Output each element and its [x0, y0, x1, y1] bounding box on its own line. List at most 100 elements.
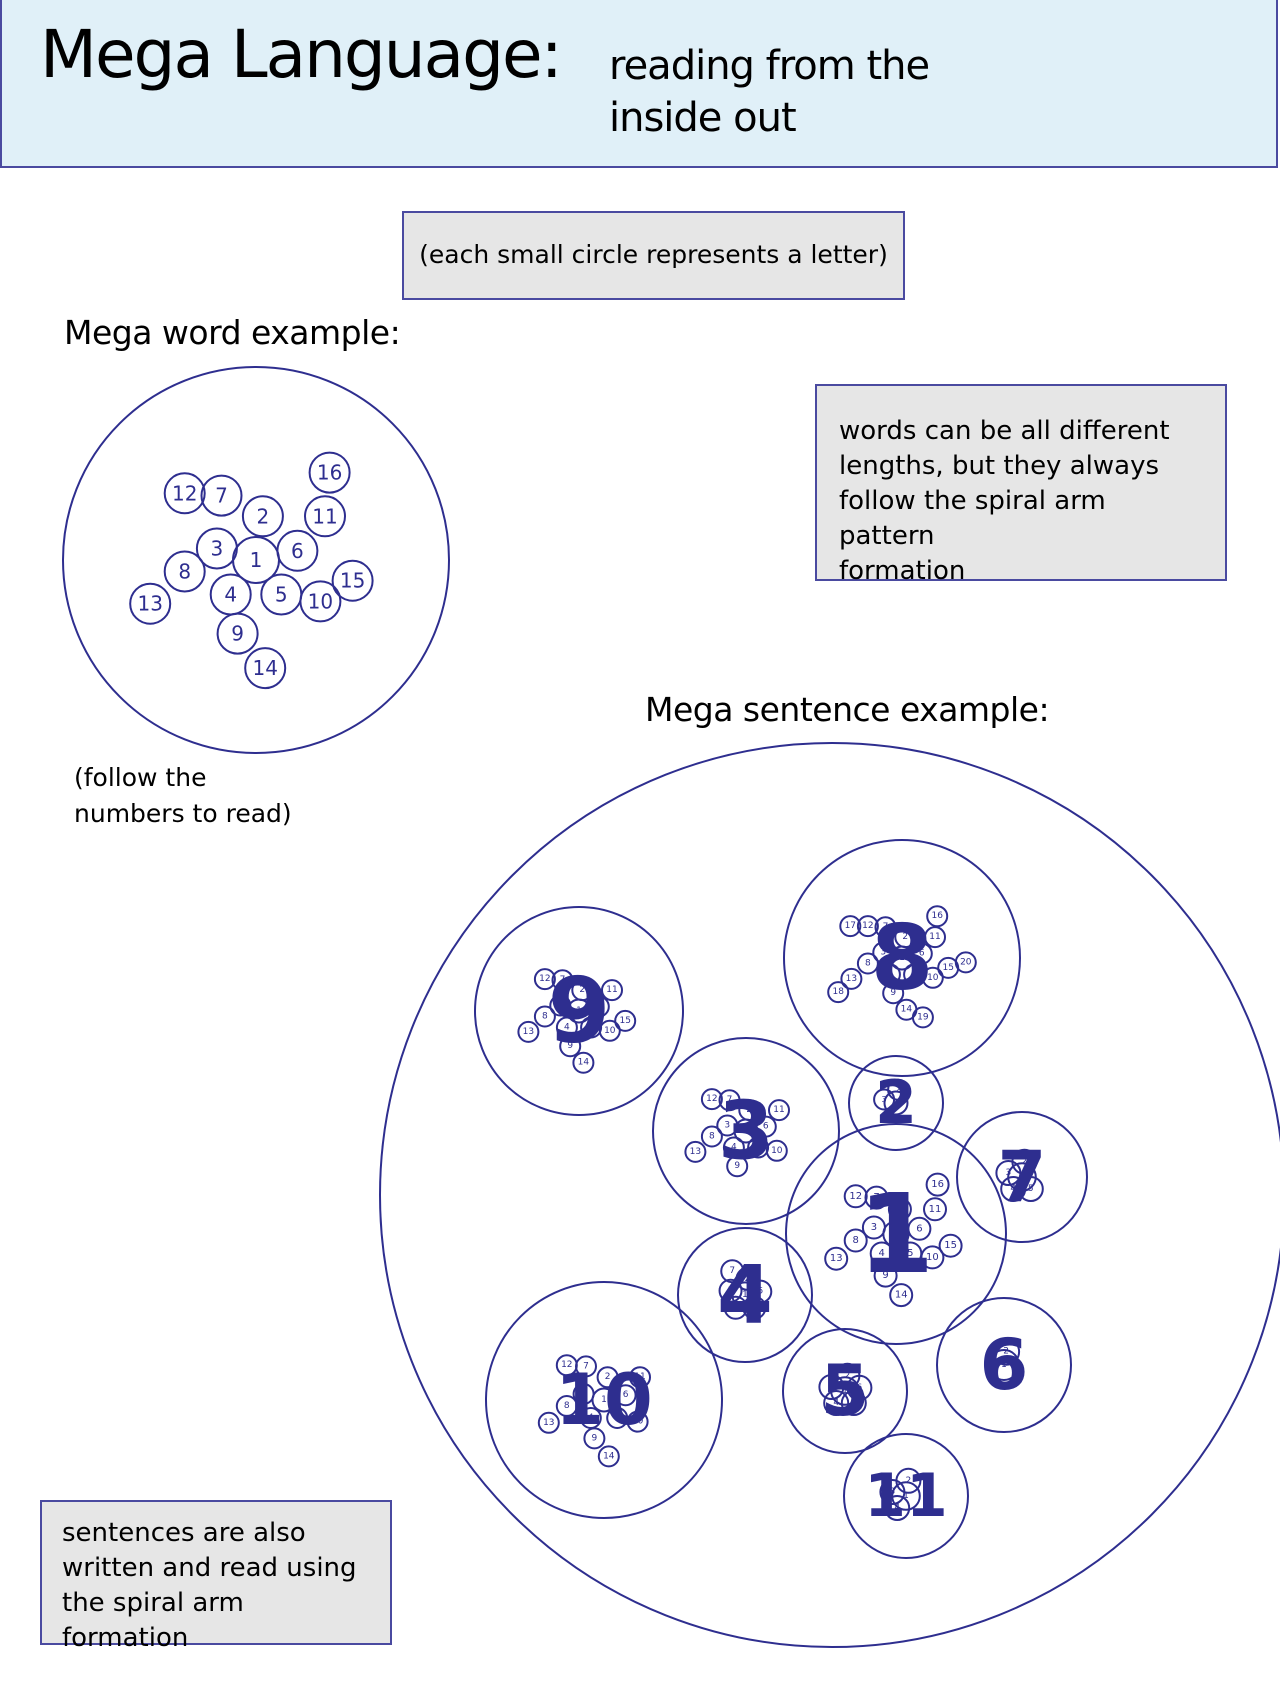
letter-circle [571, 979, 594, 1002]
letter-circle [818, 1374, 845, 1400]
letter-circle [873, 1088, 896, 1111]
letter-number: 11 [929, 1204, 942, 1215]
word-circle [956, 1111, 1088, 1243]
word-number-glyph: 1 [858, 1170, 935, 1298]
letter-circle [244, 647, 287, 690]
letter-circle [597, 1445, 620, 1468]
letter-number: 13 [830, 1253, 843, 1264]
letter-circle [887, 1197, 912, 1222]
word-circle [843, 1433, 969, 1559]
letter-number: 8 [542, 1012, 548, 1022]
letter-number: 3 [1006, 1168, 1012, 1178]
letter-circle [920, 1245, 945, 1270]
word-number-glyph: 4 [717, 1249, 773, 1342]
letter-circle [827, 981, 850, 1004]
letter-number: 20 [960, 957, 972, 967]
letter-number: 11 [634, 1372, 645, 1382]
letter-number: 12 [862, 921, 873, 931]
letter-number: 16 [931, 1179, 944, 1190]
letter-circle [925, 1172, 950, 1197]
letter-number: 10 [771, 1146, 783, 1156]
letter-circle [738, 1099, 761, 1122]
letter-circle [533, 1005, 556, 1028]
letter-circle [331, 559, 374, 602]
letter-number: 2 [605, 1372, 611, 1382]
letter-number: 2 [896, 1085, 901, 1094]
letter-circle [304, 495, 346, 538]
letter-circle [723, 1295, 748, 1320]
letter-number: 2 [1022, 1157, 1028, 1167]
letter-number: 6 [757, 1287, 763, 1297]
letter-number: 5 [588, 1023, 594, 1033]
word-example-label: Mega word example: [64, 313, 401, 352]
letter-circle [555, 1395, 578, 1417]
letter-number: 9 [231, 622, 244, 646]
word-number-glyph: 11 [864, 1461, 948, 1531]
letter-number: 7 [729, 1266, 735, 1276]
letter-number: 3 [724, 1121, 730, 1131]
letter-number: 5 [755, 1143, 761, 1153]
letter-circle [572, 1051, 595, 1074]
letter-circle [726, 1155, 749, 1178]
letter-number: 12 [561, 1360, 572, 1370]
letter-number: 1 [899, 953, 905, 963]
letter-number: 4 [588, 1413, 594, 1423]
letter-number: 5 [851, 1398, 857, 1408]
letter-number: 18 [832, 987, 844, 997]
note-line: follow the spiral arm pattern [839, 486, 1106, 551]
letter-number: 1 [893, 1229, 899, 1240]
letter-circle [840, 967, 863, 990]
letter-number: 6 [623, 1390, 629, 1400]
letter-number: 3 [581, 1389, 587, 1399]
letter-number: 2 [906, 1476, 912, 1486]
letter-number: 8 [709, 1132, 715, 1142]
letter-number: 4 [1010, 1184, 1016, 1194]
letter-number: 6 [916, 1223, 922, 1234]
letter-number: 4 [564, 1023, 570, 1033]
letter-number: 5 [911, 970, 917, 980]
letter-circle [748, 1279, 773, 1304]
letter-number: 11 [606, 985, 617, 995]
letter-circle [718, 1089, 741, 1112]
letter-number: 12 [706, 1094, 717, 1104]
letter-number: 13 [846, 974, 857, 984]
letter-number: 15 [340, 569, 365, 593]
letter-number: 7 [560, 975, 566, 985]
letter-circle [938, 1233, 963, 1258]
subtitle-line: inside out [609, 95, 797, 141]
letter-number: 15 [619, 1016, 630, 1026]
letter-number: 11 [773, 1105, 784, 1115]
letter-number: 4 [879, 1248, 885, 1259]
letter-number: 1 [893, 1099, 898, 1108]
word-circle [677, 1227, 813, 1363]
letter-number: 6 [919, 949, 925, 959]
note-line: words can be all different [839, 416, 1170, 446]
word-number-glyph: 9 [548, 959, 611, 1064]
letter-number: 10 [604, 1026, 616, 1036]
letter-number: 1 [576, 1006, 582, 1016]
letter-number: 7 [727, 1095, 733, 1105]
letter-number: 1 [1019, 1172, 1025, 1182]
word-number-glyph: 6 [980, 1324, 1029, 1406]
letter-number: 5 [275, 583, 288, 607]
letter-circle [879, 1479, 906, 1505]
letter-circle [308, 451, 351, 494]
letter-number: 3 [871, 1222, 877, 1233]
letter-number: 7 [215, 484, 228, 508]
letter-circle [583, 1427, 606, 1450]
letter-circle [988, 1349, 1020, 1381]
letter-circle [129, 582, 172, 625]
letter-number: 5 [907, 1248, 913, 1259]
letter-circle [163, 550, 206, 593]
letter-number: 6 [763, 1122, 769, 1132]
letter-number: 4 [887, 970, 893, 980]
letter-circle [716, 1114, 739, 1137]
letter-circle [1000, 1176, 1027, 1202]
letter-circle [742, 1295, 767, 1320]
letter-circle [555, 1354, 578, 1377]
letter-number: 1 [601, 1395, 607, 1405]
letter-number: 13 [137, 592, 162, 616]
letter-number: 8 [564, 1401, 570, 1411]
letter-circle [579, 1407, 602, 1429]
